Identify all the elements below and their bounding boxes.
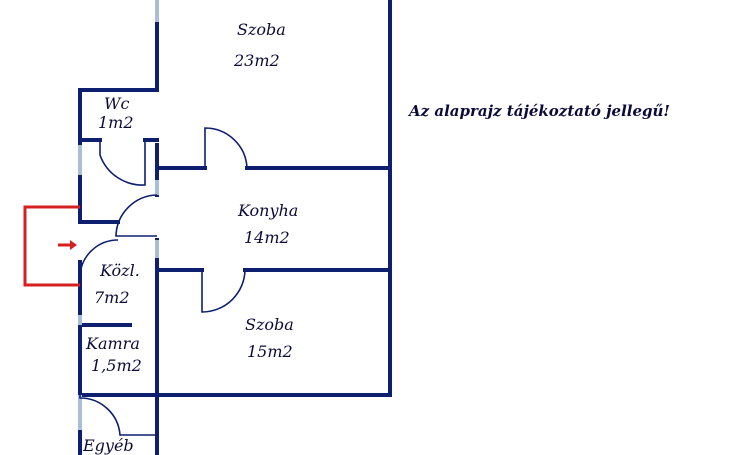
room-area-kozl: 7m2 xyxy=(94,288,130,307)
room-area-szoba-1: 23m2 xyxy=(233,51,280,70)
room-name-wc: Wc xyxy=(104,94,129,113)
windows xyxy=(78,0,159,430)
room-labels: Szoba 23m2 Wc 1m2 Konyha 14m2 Közl. 7m2 … xyxy=(82,20,670,455)
room-name-szoba-2: Szoba xyxy=(245,315,294,334)
disclaimer-note: Az alaprajz tájékoztató jellegű! xyxy=(407,102,670,120)
walls xyxy=(78,0,392,455)
room-area-konyha: 14m2 xyxy=(244,228,290,247)
arrow-right-icon xyxy=(58,240,77,250)
room-name-egyeb: Egyéb xyxy=(82,436,134,455)
room-name-szoba-1: Szoba xyxy=(237,20,286,39)
room-area-kamra: 1,5m2 xyxy=(91,356,142,375)
room-area-wc: 1m2 xyxy=(98,113,134,132)
room-name-kozl: Közl. xyxy=(99,261,140,280)
room-name-kamra: Kamra xyxy=(85,334,140,353)
room-area-szoba-2: 15m2 xyxy=(247,342,293,361)
entrance xyxy=(23,205,80,287)
door-swings xyxy=(79,127,248,436)
room-name-konyha: Konyha xyxy=(237,201,298,220)
